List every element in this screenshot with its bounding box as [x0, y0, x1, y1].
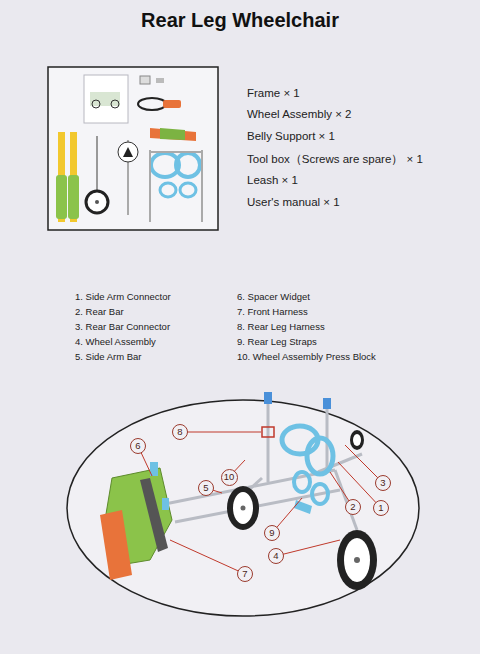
callout-text: 10 [224, 472, 235, 482]
callout-text: 1 [378, 503, 383, 513]
contents-item: Frame × 1 [247, 87, 300, 99]
wheelchair-drawing-part [318, 454, 362, 472]
callout-number: 5 [198, 480, 214, 496]
contents-photo-part [150, 128, 196, 141]
contents-photo-part [56, 175, 67, 219]
wheelchair-drawing-part [162, 498, 169, 510]
contents-photo-part [156, 78, 164, 83]
part-name: 9. Rear Leg Straps [237, 336, 317, 347]
wheelchair-drawing-part [323, 398, 331, 409]
callout-text: 7 [242, 569, 247, 579]
contents-photo-part [160, 183, 176, 197]
wheelchair-drawing-part [262, 427, 274, 437]
wheelchair-drawing-part [354, 557, 360, 563]
wheelchair-drawing-part [241, 506, 246, 511]
callout-text: 9 [269, 528, 274, 538]
leader-lines-part [170, 540, 245, 574]
callout-text: 5 [203, 483, 208, 493]
callout-text: 8 [177, 427, 182, 437]
contents-photo [48, 67, 218, 230]
contents-photo-part [118, 142, 138, 162]
part-name: 6. Spacer Widget [237, 291, 310, 302]
contents-photo-part [48, 67, 218, 230]
part-name: 5. Side Arm Bar [75, 351, 142, 362]
wheelchair-drawing-part [353, 434, 361, 446]
leader-lines [138, 432, 383, 574]
contents-item: Belly Support × 1 [247, 130, 335, 142]
contents-photo-part [180, 183, 196, 197]
contents-photo-part [68, 175, 79, 219]
callout-text: 4 [273, 551, 278, 561]
callout-number: 1 [373, 500, 389, 516]
contents-photo-part [84, 75, 128, 123]
wheelchair-drawing-part [312, 484, 328, 504]
leader-lines-part [180, 432, 261, 433]
callout-number: 7 [237, 566, 253, 582]
contents-photo-part [90, 92, 120, 106]
wheelchair-drawing-part [294, 500, 312, 514]
wheelchair-drawing-part [227, 486, 259, 530]
contents-photo-part [201, 150, 203, 222]
contents-photo-part [163, 100, 181, 108]
wheelchair-drawing-part [267, 396, 270, 482]
contents-item: Tool box（Screws are spare） × 1 [247, 152, 423, 167]
wheelchair-drawing-part [264, 392, 272, 404]
callout-text: 3 [380, 478, 385, 488]
part-name: 7. Front Harness [237, 306, 308, 317]
callout-number: 9 [264, 525, 280, 541]
wheelchair-drawing-part [140, 478, 168, 552]
contents-photo-part [150, 151, 202, 153]
contents-photo-part [123, 147, 133, 157]
part-name: 1. Side Arm Connector [75, 291, 171, 302]
contents-photo-part [111, 100, 119, 108]
contents-photo-part [140, 76, 150, 84]
page-title: Rear Leg Wheelchair [141, 9, 339, 32]
leader-lines-part [276, 540, 340, 556]
callout-number: 3 [375, 475, 391, 491]
part-name: 8. Rear Leg Harness [237, 321, 325, 332]
part-name: 3. Rear Bar Connector [75, 321, 170, 332]
wheelchair-drawing-part [233, 492, 253, 524]
illustration-oval [67, 400, 419, 616]
callout-number: 4 [268, 548, 284, 564]
callout-number: 6 [130, 438, 146, 454]
wheelchair-drawing-part [294, 472, 310, 492]
contents-photo-part [95, 200, 99, 204]
contents-photo-part [176, 153, 200, 177]
contents-photo-part [96, 136, 98, 195]
contents-item: User's manual × 1 [247, 196, 340, 208]
contents-photo-part [138, 98, 166, 110]
part-name: 10. Wheel Assembly Press Block [237, 351, 376, 362]
wheelchair-drawing-part [307, 438, 333, 474]
callout-text: 2 [350, 502, 355, 512]
wheelchair-drawing-part [337, 530, 377, 590]
wheelchair-drawing-part [344, 538, 370, 582]
contents-item: Leash × 1 [247, 174, 298, 186]
wheelchair-drawing-part [326, 402, 329, 470]
contents-photo-part [160, 128, 185, 140]
wheelchair-drawing-part [100, 510, 132, 580]
callout-number: 8 [172, 424, 188, 440]
wheelchair-drawing-part [350, 430, 364, 450]
callout-number: 10 [221, 469, 238, 486]
part-name: 4. Wheel Assembly [75, 336, 156, 347]
callout-text: 6 [135, 441, 140, 451]
contents-photo-part [149, 150, 151, 222]
callout-number: 2 [345, 499, 361, 515]
contents-photo-part [86, 191, 108, 213]
contents-photo-part [92, 100, 100, 108]
part-name: 2. Rear Bar [75, 306, 124, 317]
contents-item: Wheel Assembly × 2 [247, 108, 352, 120]
wheelchair-drawing [100, 392, 377, 590]
